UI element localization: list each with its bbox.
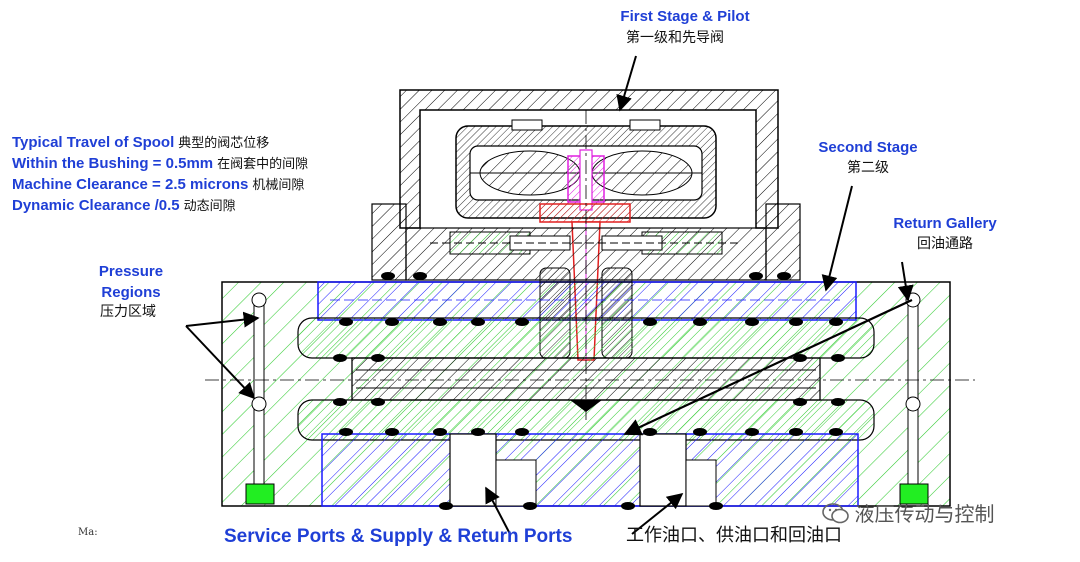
o-ring-seal — [515, 428, 529, 436]
second-stage-label: Second Stage — [818, 139, 918, 156]
o-ring-seal — [749, 272, 763, 280]
o-ring-seal — [745, 318, 759, 326]
o-ring-seal — [745, 428, 759, 436]
first-stage-label-zh: 第一级和先导阀 — [626, 30, 724, 46]
o-ring-seal — [515, 318, 529, 326]
o-ring-seal — [789, 318, 803, 326]
o-ring-seal — [693, 428, 707, 436]
o-ring-seal — [793, 354, 807, 362]
o-ring-seal — [333, 354, 347, 362]
o-ring-seal — [831, 398, 845, 406]
ports-label-zh: 工作油口、供油口和回油口 — [626, 525, 842, 546]
watermark: 液压传动与控制 — [822, 502, 994, 526]
wechat-icon — [822, 503, 849, 524]
second-stage-label-zh: 第二级 — [847, 160, 889, 176]
center-lines — [205, 110, 975, 420]
upper-bushing — [317, 281, 857, 321]
o-ring-seal — [793, 398, 807, 406]
o-ring-seal — [829, 318, 843, 326]
corner-fragment: Ma: — [78, 527, 98, 538]
o-ring-seal — [433, 428, 447, 436]
o-ring-seal — [471, 428, 485, 436]
o-ring-seal — [385, 318, 399, 326]
o-ring-seal — [831, 354, 845, 362]
side-passages — [251, 292, 921, 491]
pressure-regions-label-line1: Pressure — [98, 263, 164, 280]
o-ring-seal — [693, 318, 707, 326]
o-ring-seal — [339, 428, 353, 436]
o-ring-seal — [777, 272, 791, 280]
o-ring-seal — [829, 428, 843, 436]
o-ring-seal — [371, 398, 385, 406]
o-ring-seal — [439, 502, 453, 510]
pressure-regions-label-zh: 压力区域 — [100, 304, 156, 320]
o-ring-seal — [621, 502, 635, 510]
o-ring-seal — [371, 354, 385, 362]
o-ring-seal — [339, 318, 353, 326]
o-ring-seal — [413, 272, 427, 280]
o-ring-seal — [433, 318, 447, 326]
return-gallery-label-zh: 回油通路 — [917, 236, 973, 252]
o-ring-seal — [643, 428, 657, 436]
o-ring-seal — [471, 318, 485, 326]
lower-bushing — [321, 433, 859, 507]
o-ring-seals — [333, 272, 845, 510]
o-ring-seal — [709, 502, 723, 510]
watermark-text: 液压传动与控制 — [854, 502, 995, 526]
filter-plugs — [245, 483, 929, 505]
ports-label: Service Ports & Supply & Return Ports — [224, 526, 573, 547]
o-ring-seal — [385, 428, 399, 436]
return-gallery-label: Return Gallery — [893, 215, 997, 232]
o-ring-seal — [381, 272, 395, 280]
o-ring-seal — [523, 502, 537, 510]
o-ring-seal — [333, 398, 347, 406]
annotation-arrows — [185, 55, 914, 535]
first-stage-label: First Stage & Pilot — [620, 8, 750, 25]
pressure-regions-label-line2: Regions — [101, 284, 161, 301]
o-ring-seal — [643, 318, 657, 326]
o-ring-seal — [789, 428, 803, 436]
